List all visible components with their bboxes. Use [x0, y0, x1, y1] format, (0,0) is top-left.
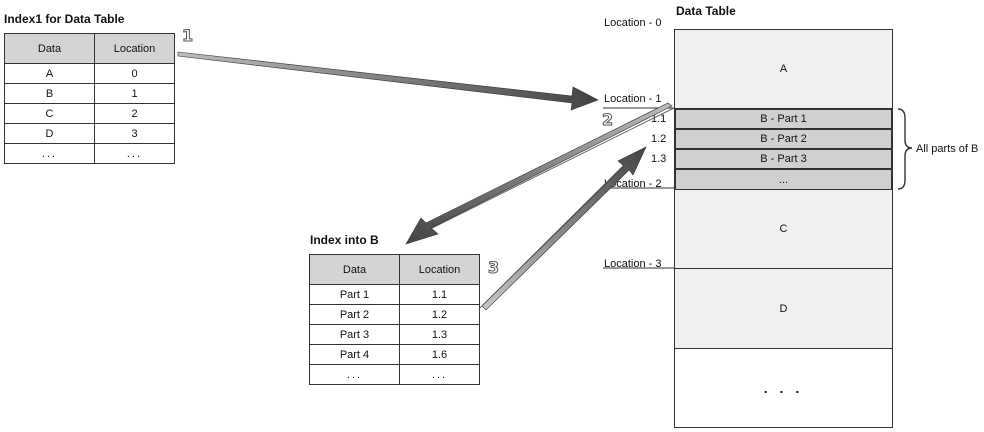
indexB-cell: Part 2	[309, 304, 400, 325]
indexB-cell: 1.1	[399, 284, 480, 305]
index1-row: ... ...	[4, 143, 175, 164]
sub-location-label: 1.2	[651, 133, 667, 145]
arrow-2	[405, 102, 673, 245]
brace-label: All parts of B	[916, 143, 979, 155]
data-table-title: Data Table	[676, 4, 736, 18]
index1-cell: 1	[94, 83, 175, 104]
index1-cell: ...	[94, 143, 175, 164]
data-table-cell-b-part: B - Part 2	[674, 129, 893, 149]
data-table-cell-b-part: B - Part 1	[674, 109, 893, 129]
step-2: 2	[601, 110, 614, 130]
data-table-cell-c: C	[674, 189, 893, 269]
index1-cell: 2	[94, 103, 175, 124]
index1-cell: C	[4, 103, 95, 124]
index1-cell: 3	[94, 123, 175, 144]
data-table-cell-d: D	[674, 268, 893, 349]
arrow-3	[481, 146, 647, 311]
step-3: 3	[487, 258, 500, 278]
indexB-cell: 1.6	[399, 344, 480, 365]
connector-b-to-index	[423, 107, 675, 233]
indexB-table: Data Location Part 1 1.1 Part 2 1.2 Part…	[309, 254, 480, 385]
indexB-header-row: Data Location	[309, 254, 480, 285]
index1-cell: A	[4, 63, 95, 84]
location-label: Location - 2	[604, 178, 662, 190]
arrow-1	[177, 51, 599, 111]
location-label: Location - 0	[604, 17, 662, 29]
index1-header-location: Location	[94, 33, 175, 64]
index1-row: A 0	[4, 63, 175, 84]
data-table-cell-more: . . .	[674, 348, 893, 428]
indexB-header-data: Data	[309, 254, 400, 285]
brace	[897, 108, 913, 190]
step-1: 1	[181, 26, 194, 46]
indexB-row: ... ...	[309, 364, 480, 385]
indexB-cell: Part 1	[309, 284, 400, 305]
data-table-cell-b-part: B - Part 3	[674, 149, 893, 169]
index1-cell: 0	[94, 63, 175, 84]
indexB-row: Part 3 1.3	[309, 324, 480, 345]
index1-table: Data Location A 0 B 1 C 2 D 3 ... ...	[4, 33, 175, 164]
sub-location-label: 1.3	[651, 153, 667, 165]
index1-row: C 2	[4, 103, 175, 124]
location-label: Location - 1	[604, 93, 662, 105]
index1-title: Index1 for Data Table	[4, 12, 125, 26]
indexB-title: Index into B	[310, 233, 379, 247]
index1-row: B 1	[4, 83, 175, 104]
indexB-row: Part 2 1.2	[309, 304, 480, 325]
sub-location-label: 1.1	[651, 113, 667, 125]
indexB-cell: 1.3	[399, 324, 480, 345]
index1-cell: ...	[4, 143, 95, 164]
data-table-cell-a: A	[674, 29, 893, 109]
indexB-cell: ...	[309, 364, 400, 385]
indexB-cell: ...	[399, 364, 480, 385]
indexB-header-location: Location	[399, 254, 480, 285]
index1-header-row: Data Location	[4, 33, 175, 64]
index1-cell: B	[4, 83, 95, 104]
location-label: Location - 3	[604, 258, 662, 270]
indexB-row: Part 1 1.1	[309, 284, 480, 305]
index1-row: D 3	[4, 123, 175, 144]
